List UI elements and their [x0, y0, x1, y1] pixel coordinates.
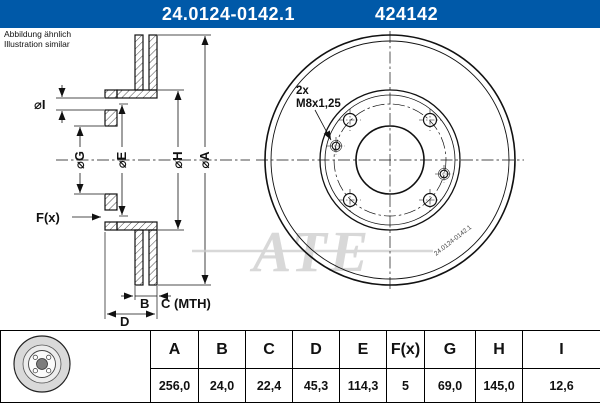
bolt-hole [419, 109, 441, 131]
table-value-cell: 22,4 [246, 369, 293, 403]
section-dimensions: ⌀A ⌀H ⌀E ⌀G ⌀I F(x) B C (MTH) D [34, 35, 212, 329]
etched-part-number: 24.0124-0142.1 [433, 224, 474, 258]
table-value-cell: 145,0 [476, 369, 523, 403]
dim-label-b: B [140, 296, 149, 311]
table-value-cell: 69,0 [425, 369, 476, 403]
dim-label-h: ⌀H [170, 151, 185, 168]
disc-thumbnail [2, 331, 150, 397]
reference-number: 424142 [375, 4, 438, 25]
dim-label-a: ⌀A [197, 151, 212, 169]
dim-label-f: F(x) [36, 210, 60, 225]
bolt-hole [419, 189, 441, 211]
table-header-cell: B [199, 331, 246, 369]
dim-label-c: C (MTH) [161, 296, 211, 311]
dimensions-table: A B C D E F(x) G H I 256,0 24,0 22,4 45,… [0, 330, 600, 403]
thread-annotation-count: 2x [296, 85, 309, 97]
table-header-cell: D [293, 331, 340, 369]
dim-label-d: D [120, 314, 129, 329]
thread-annotation-size: M8x1,25 [296, 98, 341, 110]
table-header-cell: G [425, 331, 476, 369]
table-header-cell: I [523, 331, 600, 369]
threaded-hole [435, 165, 453, 183]
watermark-text: ATE [250, 219, 372, 284]
table-value-cell: 24,0 [199, 369, 246, 403]
table-header-cell: F(x) [387, 331, 425, 369]
dim-label-g: ⌀G [72, 151, 87, 169]
table-value-cell: 256,0 [151, 369, 199, 403]
table-header-cell: H [476, 331, 523, 369]
table-value-cell: 12,6 [523, 369, 600, 403]
dim-label-i: ⌀I [34, 97, 45, 112]
dim-label-e: ⌀E [114, 151, 129, 168]
disc-thumbnail-cell [1, 331, 151, 403]
table-value-cell: 114,3 [340, 369, 387, 403]
title-bar: 24.0124-0142.1 424142 [0, 0, 600, 28]
table-value-cell: 5 [387, 369, 425, 403]
watermark: ATE [192, 219, 433, 284]
table-header-cell: A [151, 331, 199, 369]
part-number: 24.0124-0142.1 [162, 4, 295, 25]
table-header-cell: C [246, 331, 293, 369]
table-value-cell: 45,3 [293, 369, 340, 403]
bolt-hole [339, 189, 361, 211]
table-header-cell: E [340, 331, 387, 369]
bolt-hole [339, 109, 361, 131]
technical-drawing: ⌀A ⌀H ⌀E ⌀G ⌀I F(x) B C (MTH) D ATE [0, 28, 600, 330]
